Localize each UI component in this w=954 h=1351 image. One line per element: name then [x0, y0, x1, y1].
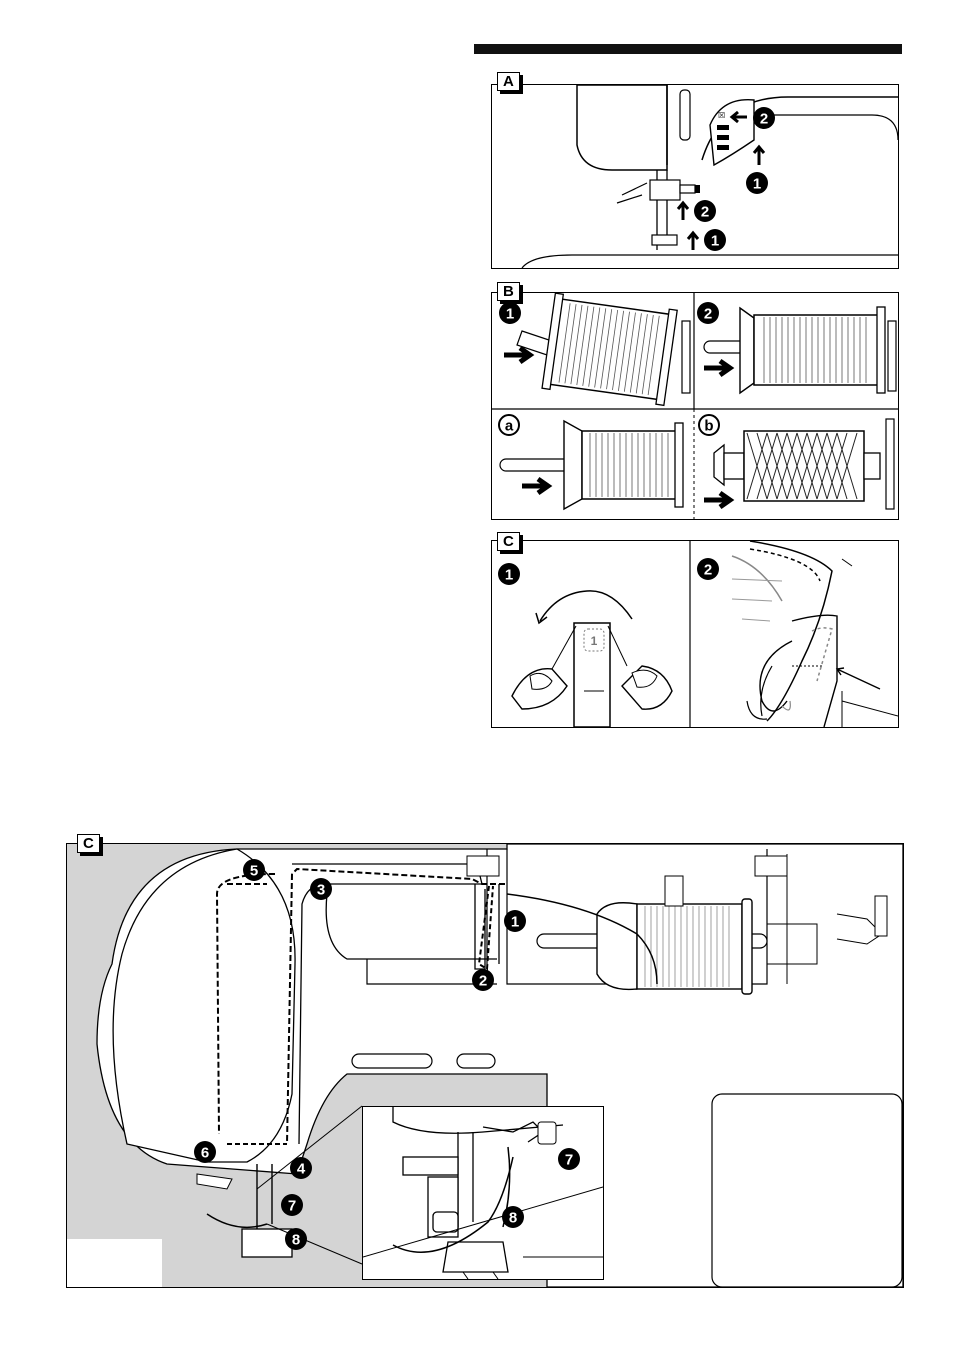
svg-text:3: 3	[317, 882, 325, 899]
step-number: 2	[753, 107, 775, 129]
svg-text:1: 1	[506, 306, 514, 323]
svg-text:2: 2	[479, 973, 487, 990]
arrow-up-icon	[688, 233, 698, 250]
panel-c-small-tag: C	[497, 532, 520, 551]
spool-icon	[542, 293, 677, 405]
step-number: 7	[281, 1194, 303, 1216]
step-number: 2	[472, 969, 494, 991]
arrow-up-icon	[754, 147, 764, 165]
arrow-right-icon	[522, 479, 548, 493]
spool-icon	[740, 307, 885, 393]
svg-text:2: 2	[704, 306, 712, 323]
svg-text:1: 1	[511, 914, 519, 931]
step-number: 1	[504, 910, 526, 932]
svg-text:a: a	[505, 418, 514, 435]
svg-text:2: 2	[704, 562, 712, 579]
svg-text:8: 8	[509, 1210, 517, 1227]
inset-step-number: 8	[502, 1206, 524, 1228]
panel-c-large-tag: C	[77, 834, 100, 853]
step-number: 5	[243, 859, 265, 881]
sub-step-letter: a	[499, 415, 519, 435]
sub-step-letter: b	[699, 415, 719, 435]
header-bar	[474, 44, 902, 54]
step-number: 6	[194, 1141, 216, 1163]
svg-text:5: 5	[250, 863, 258, 880]
svg-text:1: 1	[505, 567, 513, 584]
panel-a-tag: A	[497, 72, 520, 91]
step-number: 8	[285, 1228, 307, 1250]
panel-a-illustration: ☒ 2 1 2 1	[492, 85, 898, 268]
panel-c-large: 1 2 3 4 5 6 7 8 7 8	[66, 843, 904, 1288]
svg-text:b: b	[704, 418, 713, 435]
spool-icon	[744, 431, 864, 501]
sub-step-number: 1	[499, 302, 521, 324]
svg-text:☒: ☒	[718, 111, 725, 120]
step-number: 3	[310, 878, 332, 900]
panel-b: 1 2	[491, 292, 899, 520]
svg-text:1: 1	[711, 233, 719, 250]
step-number: 1	[704, 229, 726, 251]
svg-text:7: 7	[288, 1198, 296, 1215]
panel-b-tag: B	[497, 282, 520, 301]
sub-step-number: 2	[697, 558, 719, 580]
svg-text:6: 6	[201, 1145, 209, 1162]
sub-step-number: 2	[697, 302, 719, 324]
dial-mark: 1	[591, 634, 598, 648]
step-number: 4	[290, 1157, 312, 1179]
panel-a: ☒ 2 1 2 1	[491, 84, 899, 269]
arrow-right-icon	[504, 348, 530, 362]
panel-c-small: 1 1 2	[491, 540, 899, 728]
svg-text:2: 2	[701, 204, 709, 221]
arrow-up-icon	[678, 203, 688, 220]
step-number: 1	[746, 172, 768, 194]
arrow-right-icon	[704, 361, 730, 375]
spool-icon	[564, 421, 683, 509]
arrow-right-icon	[704, 493, 730, 507]
svg-text:7: 7	[565, 1152, 573, 1169]
panel-c-small-illustration: 1 1 2	[492, 541, 898, 727]
panel-c-large-steps: 1 2 3 4 5 6 7 8 7 8	[67, 844, 903, 1287]
panel-b-illustration: 1 2	[492, 293, 898, 519]
inset-step-number: 7	[558, 1148, 580, 1170]
arrow-left-icon	[837, 668, 880, 689]
svg-text:1: 1	[753, 176, 761, 193]
svg-text:4: 4	[297, 1161, 306, 1178]
rotate-arrow-icon	[540, 591, 632, 621]
svg-text:8: 8	[292, 1232, 300, 1249]
step-number: 2	[694, 200, 716, 222]
svg-text:2: 2	[760, 111, 768, 128]
sub-step-number: 1	[498, 563, 520, 585]
